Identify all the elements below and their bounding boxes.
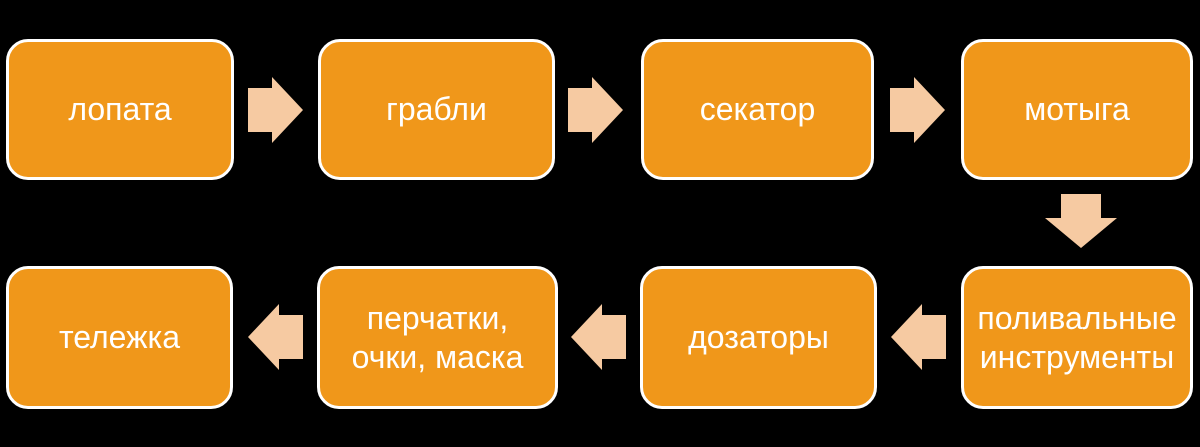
flow-box-polivalnye-instrumenty: поливальные инструменты [961, 266, 1193, 409]
flow-box-label: грабли [386, 91, 487, 128]
flow-box-telezhka: тележка [6, 266, 233, 409]
flow-box-label: секатор [699, 91, 816, 128]
flow-box-sekator: секатор [641, 39, 874, 180]
flow-box-label: тележка [58, 319, 181, 356]
arrow-down-icon [1045, 194, 1117, 248]
flow-box-label: поливальные инструменты [977, 300, 1177, 375]
arrow-left-icon [891, 304, 946, 370]
arrow-right-icon [568, 77, 623, 143]
flow-box-dozatory: дозаторы [640, 266, 877, 409]
flow-box-lopata: лопата [6, 39, 234, 180]
arrow-right-icon [248, 77, 303, 143]
arrow-right-icon [890, 77, 945, 143]
arrow-left-icon [248, 304, 303, 370]
flow-box-label: лопата [68, 91, 172, 128]
flow-box-motyga: мотыга [961, 39, 1193, 180]
flow-box-label: мотыга [1024, 91, 1130, 128]
flow-box-label: перчатки, очки, маска [351, 300, 524, 375]
flow-box-label: дозаторы [688, 319, 829, 356]
flow-box-perchatki-ochki-maska: перчатки, очки, маска [317, 266, 558, 409]
flow-box-grabli: грабли [318, 39, 555, 180]
arrow-left-icon [571, 304, 626, 370]
